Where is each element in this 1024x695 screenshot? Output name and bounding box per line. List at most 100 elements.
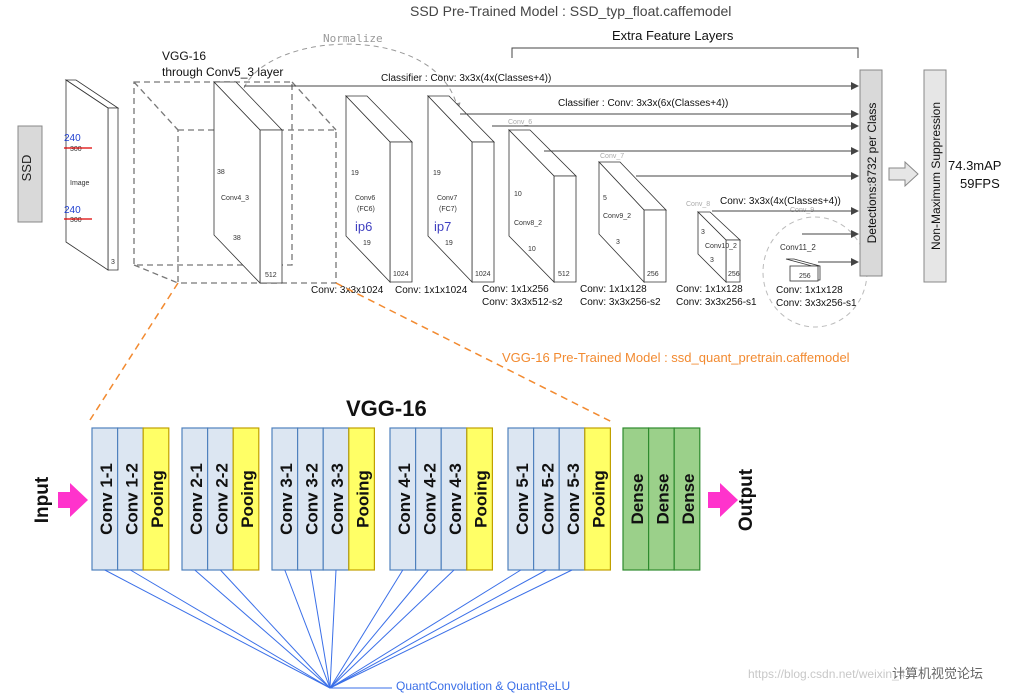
quant-lines <box>104 569 573 689</box>
image-label: Image <box>70 180 90 187</box>
ssd-input-box <box>17 125 43 223</box>
watermark-logo: 计算机视觉论坛 <box>892 666 983 681</box>
detections-label: Detections:8732 per Class <box>865 103 879 244</box>
conv8-name: Conv8_2 <box>514 220 542 227</box>
quant-line-4 <box>284 569 331 689</box>
vgg-layer-label-5-1: Dense <box>653 473 672 524</box>
quant-line-7 <box>329 569 404 689</box>
conv4-3-block <box>213 81 283 284</box>
normalize-label: Normalize <box>323 32 383 45</box>
quant-line-1 <box>130 569 331 689</box>
map-value: 74.3mAP <box>948 158 1001 173</box>
conv6-d: 1024 <box>393 271 409 278</box>
image-h: 300 <box>70 146 82 153</box>
quant-line-11 <box>329 569 547 689</box>
image-depth: 3 <box>111 259 115 266</box>
fps-value: 59FPS <box>960 176 1000 191</box>
conv11-2-block <box>785 258 821 282</box>
vgg-layer-1-1 <box>207 427 234 571</box>
quant-line-12 <box>329 569 573 689</box>
conv9-top: Conv_7 <box>600 153 624 160</box>
vgg-label-2: through Conv5_3 layer <box>162 65 283 79</box>
conv8-w: 10 <box>528 246 536 253</box>
conv11-name: Conv11_2 <box>780 243 816 252</box>
zoom-line-right <box>335 282 613 423</box>
conv8-top: Conv_6 <box>508 119 532 126</box>
conv8-h: 10 <box>514 191 522 198</box>
vgg-layer-1-2 <box>232 427 260 571</box>
vgg-layer-label-2-0: Conv 3-1 <box>277 463 296 535</box>
conv6-name: Conv6 <box>355 195 375 202</box>
watermark-url: https://blog.csdn.net/weixin_4 <box>748 667 906 681</box>
conv8-d: 512 <box>558 271 570 278</box>
conv8-op-label-a: Conv: 1x1x256 <box>482 284 549 295</box>
nms-box <box>923 69 947 283</box>
vgg-layer-label-4-0: Conv 5-1 <box>513 463 532 535</box>
classifier-arrows <box>244 82 859 266</box>
zoom-line-left <box>89 282 179 421</box>
conv4-3-d: 512 <box>265 272 277 279</box>
classifier-1: Classifier : Conv: 3x3x(4x(Classes+4)) <box>381 73 551 84</box>
quant-line-2 <box>194 569 331 689</box>
conv4-3-h: 38 <box>217 169 225 176</box>
conv7-h: 19 <box>433 170 441 177</box>
conv7-sub: (FC7) <box>439 206 457 213</box>
vgg-layer-3-3 <box>466 427 493 571</box>
conv8-op-label-b: Conv: 3x3x512-s2 <box>482 297 563 308</box>
vgg-output-label: Output <box>736 468 757 531</box>
vgg-layer-label-1-2: Pooing <box>238 470 257 528</box>
conv9-d: 256 <box>647 271 659 278</box>
quant-line-6 <box>329 569 337 689</box>
conv9-op-label-a: Conv: 1x1x128 <box>580 284 647 295</box>
vgg-layer-label-2-1: Conv 3-2 <box>302 463 321 535</box>
conv9-op-label-b: Conv: 3x3x256-s2 <box>580 297 661 308</box>
conv6-sub: (FC6) <box>357 206 375 213</box>
vgg-title: VGG-16 <box>346 396 427 421</box>
image-h-blue: 240 <box>64 133 81 144</box>
conv11-d: 256 <box>799 273 811 280</box>
quant-line-3 <box>220 569 331 689</box>
conv6-h: 19 <box>351 170 359 177</box>
vgg-layer-label-4-1: Conv 5-2 <box>538 463 557 535</box>
vgg-layer-5-1 <box>647 427 675 571</box>
conv9-name: Conv9_2 <box>603 213 631 220</box>
quant-label: QuantConvolution & QuantReLU <box>396 679 570 693</box>
conv10-d: 256 <box>728 271 740 278</box>
quant-line-9 <box>329 569 455 689</box>
vgg-layer-label-2-2: Conv 3-3 <box>328 463 347 535</box>
vgg-layer-label-5-2: Dense <box>679 473 698 524</box>
conv7-d: 1024 <box>475 271 491 278</box>
quant-line-10 <box>329 569 522 689</box>
vgg-layer-4-3 <box>584 427 611 571</box>
quant-line-0 <box>104 569 331 689</box>
conv10-name: Conv10_2 <box>705 243 737 250</box>
conv10-w: 3 <box>710 257 714 264</box>
detections-box <box>859 69 883 277</box>
vgg-layer-label-0-0: Conv 1-1 <box>97 463 116 535</box>
vgg-layer-5-2 <box>673 427 701 571</box>
conv7-block <box>427 95 495 283</box>
vgg-layer-label-4-2: Conv 5-3 <box>564 463 583 535</box>
classifier-3: Conv: 3x3x(4x(Classes+4)) <box>720 196 841 207</box>
conv4-3-name: Conv4_3 <box>221 195 249 202</box>
vgg-layer-label-1-1: Conv 2-2 <box>212 463 231 535</box>
vgg-layer-2-0 <box>271 427 299 571</box>
nms-label: Non-Maximum Suppression <box>929 102 943 250</box>
conv6-block <box>345 95 413 283</box>
conv10-top: Conv_8 <box>686 201 710 208</box>
ssd-input-label: SSD <box>19 155 34 182</box>
conv4-3-w: 38 <box>233 235 241 242</box>
image-w: 300 <box>70 217 82 224</box>
conv7-op-label: Conv: 1x1x1024 <box>395 285 468 296</box>
vgg-layer-2-3 <box>348 427 375 571</box>
conv10-h: 3 <box>701 229 705 236</box>
conv9-2-block <box>598 160 667 284</box>
vgg-pretrained-label: VGG-16 Pre-Trained Model : ssd_quant_pre… <box>502 350 850 365</box>
vgg-layer-label-0-2: Pooing <box>148 470 167 528</box>
vgg-layer-0-1 <box>116 427 144 571</box>
vgg-input-label: Input <box>32 476 53 523</box>
vgg-layer-label-1-0: Conv 2-1 <box>187 463 206 535</box>
vgg-layer-2-2 <box>322 427 350 571</box>
nms-arrow <box>888 160 919 188</box>
